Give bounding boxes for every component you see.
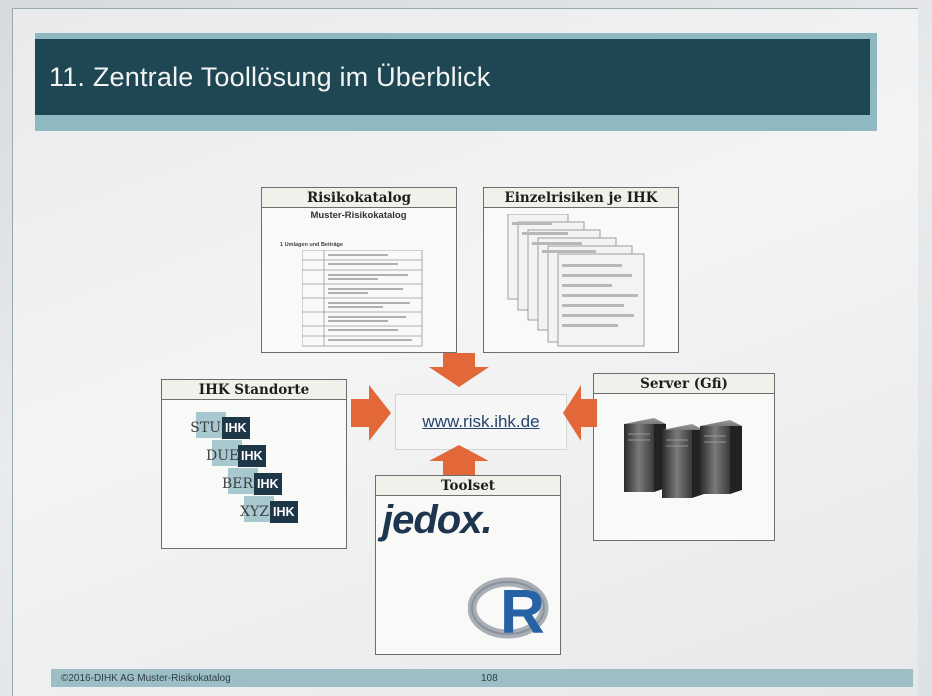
location-tile-decor <box>244 496 274 522</box>
location-tile-decor <box>196 412 226 438</box>
location-xyz: XYZ IHK <box>238 498 298 525</box>
ihk-badge: IHK <box>238 444 266 467</box>
arrow-up-icon <box>429 445 489 475</box>
arrow-right-icon <box>351 385 391 441</box>
location-code: XYZ <box>240 503 269 520</box>
center-url-box: www.risk.ihk.de <box>395 394 567 450</box>
ihk-badge: IHK <box>270 500 298 523</box>
ihk-standorte-title: IHK Standorte <box>162 380 346 400</box>
arrow-down-icon <box>429 353 489 387</box>
server-title: Server (Gfi) <box>594 374 774 394</box>
slide-title: 11. Zentrale Toollösung im Überblick <box>35 39 870 115</box>
risikokatalog-title: Risikokatalog <box>262 188 456 208</box>
page-number: 108 <box>481 672 498 684</box>
r-logo-icon <box>468 577 549 639</box>
slide: 11. Zentrale Toollösung im Überblick Ris… <box>12 8 918 696</box>
location-tile-decor <box>212 440 242 466</box>
footer-copyright: ©2016-DIHK AG Muster-Risikokatalog <box>61 672 231 684</box>
ihk-badge: IHK <box>254 472 282 495</box>
einzelrisiken-title: Einzelrisiken je IHK <box>484 188 678 208</box>
toolset-box: Toolset jedox. R <box>375 475 561 655</box>
server-box: Server (Gfi) <box>593 373 775 541</box>
footer-bar: ©2016-DIHK AG Muster-Risikokatalog 108 <box>51 669 913 687</box>
location-code: DUE <box>206 447 240 464</box>
jedox-logo: jedox. <box>382 498 493 542</box>
arrow-left-icon <box>563 385 597 441</box>
location-code: STU <box>190 419 221 436</box>
title-band: 11. Zentrale Toollösung im Überblick <box>35 33 877 131</box>
ihk-standorte-box: IHK Standorte STU IHK DUE IHK BER IHK XY… <box>161 379 347 549</box>
risikokatalog-doc-heading: Muster-Risikokatalog <box>310 210 407 221</box>
risikokatalog-table-graphic <box>302 250 423 347</box>
toolset-title: Toolset <box>376 476 560 496</box>
risikokatalog-section-label: 1 Umlagen und Beiträge <box>280 242 343 248</box>
location-ber: BER IHK <box>222 470 282 497</box>
server-rack-icon <box>624 418 742 498</box>
r-logo-letter: R <box>500 578 545 647</box>
stacked-sheets-graphic <box>507 214 645 347</box>
ihk-badge: IHK <box>222 416 250 439</box>
risk-url-link[interactable]: www.risk.ihk.de <box>422 412 540 431</box>
risikokatalog-box: Risikokatalog Muster-Risikokatalog 1 Uml… <box>261 187 457 353</box>
einzelrisiken-box: Einzelrisiken je IHK <box>483 187 679 353</box>
location-tile-decor <box>228 468 258 494</box>
location-stu: STU IHK <box>190 414 250 441</box>
location-code: BER <box>222 475 254 492</box>
location-due: DUE IHK <box>206 442 266 469</box>
